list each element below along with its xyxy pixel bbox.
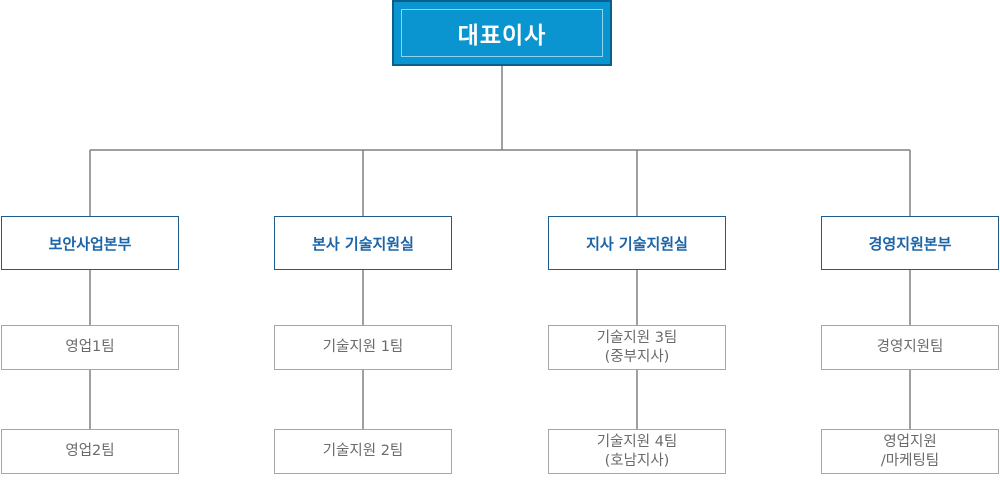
team-box: 기술지원 1팀: [274, 325, 452, 370]
team-box: 영업2팀: [1, 429, 179, 474]
ceo-box: 대표이사: [392, 0, 612, 66]
team-label: 경영지원팀: [876, 339, 944, 356]
ceo-label: 대표이사: [457, 23, 547, 49]
ceo-inner-frame: 대표이사: [401, 9, 603, 57]
team-box: 기술지원 2팀: [274, 429, 452, 474]
division-label: 본사 기술지원실: [312, 234, 414, 253]
team-label: 영업2팀: [65, 443, 115, 460]
team-box: 경영지원팀: [821, 325, 999, 370]
division-hq-tech-support: 본사 기술지원실: [274, 216, 452, 270]
division-branch-tech-support: 지사 기술지원실: [548, 216, 726, 270]
team-label: 영업1팀: [65, 339, 115, 356]
team-box: 기술지원 4팀 (호남지사): [548, 429, 726, 474]
division-management-support: 경영지원본부: [821, 216, 999, 270]
team-label: 기술지원 3팀 (중부지사): [596, 330, 678, 365]
team-label: 기술지원 2팀: [322, 443, 404, 460]
division-label: 지사 기술지원실: [586, 234, 688, 253]
team-label: 기술지원 4팀 (호남지사): [596, 434, 678, 469]
division-label: 보안사업본부: [48, 234, 132, 253]
team-box: 기술지원 3팀 (중부지사): [548, 325, 726, 370]
division-label: 경영지원본부: [868, 234, 952, 253]
team-box: 영업지원 /마케팅팀: [821, 429, 999, 474]
team-label: 영업지원 /마케팅팀: [880, 434, 940, 469]
team-label: 기술지원 1팀: [322, 339, 404, 356]
team-box: 영업1팀: [1, 325, 179, 370]
division-security-business: 보안사업본부: [1, 216, 179, 270]
